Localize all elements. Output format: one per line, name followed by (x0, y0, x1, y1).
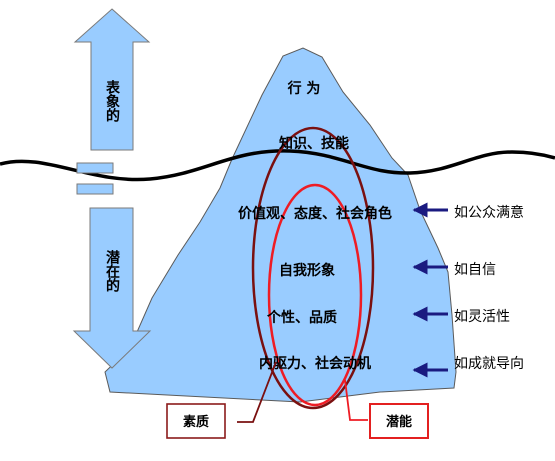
latent-down-arrow (72, 207, 152, 369)
quality-box (166, 403, 226, 439)
middle-bar-bottom (76, 183, 114, 195)
example-label-achievement: 如成就导向 (454, 356, 524, 372)
layer-label-self-image: 自我形象 (279, 262, 335, 279)
surface-up-arrow (73, 8, 151, 151)
quality-connector (237, 361, 277, 423)
layer-label-behavior: 行 为 (287, 80, 321, 97)
potential-box-text: 潜能 (386, 414, 412, 430)
layer-label-knowledge: 知识、技能 (279, 135, 349, 152)
potential-box (369, 403, 429, 439)
quality-box-text: 素质 (183, 414, 209, 430)
potential-connector (344, 379, 368, 421)
layer-label-personality: 个性、品质 (266, 309, 337, 326)
example-label-flexibility: 如灵活性 (454, 309, 510, 325)
example-label-confidence: 如自信 (454, 262, 496, 278)
middle-bar-top (76, 162, 114, 174)
inner-ellipse (267, 183, 363, 407)
water-line (0, 149, 555, 182)
latent-arrow-text: 潜在的 (104, 249, 120, 293)
surface-arrow-text: 表象的 (104, 79, 121, 123)
outer-ellipse (251, 126, 375, 410)
layer-label-values: 价值观、态度、社会角色 (238, 205, 392, 222)
layer-label-motivation: 内驱力、社会动机 (259, 355, 371, 372)
example-label-public-satisfaction: 如公众满意 (454, 204, 524, 221)
